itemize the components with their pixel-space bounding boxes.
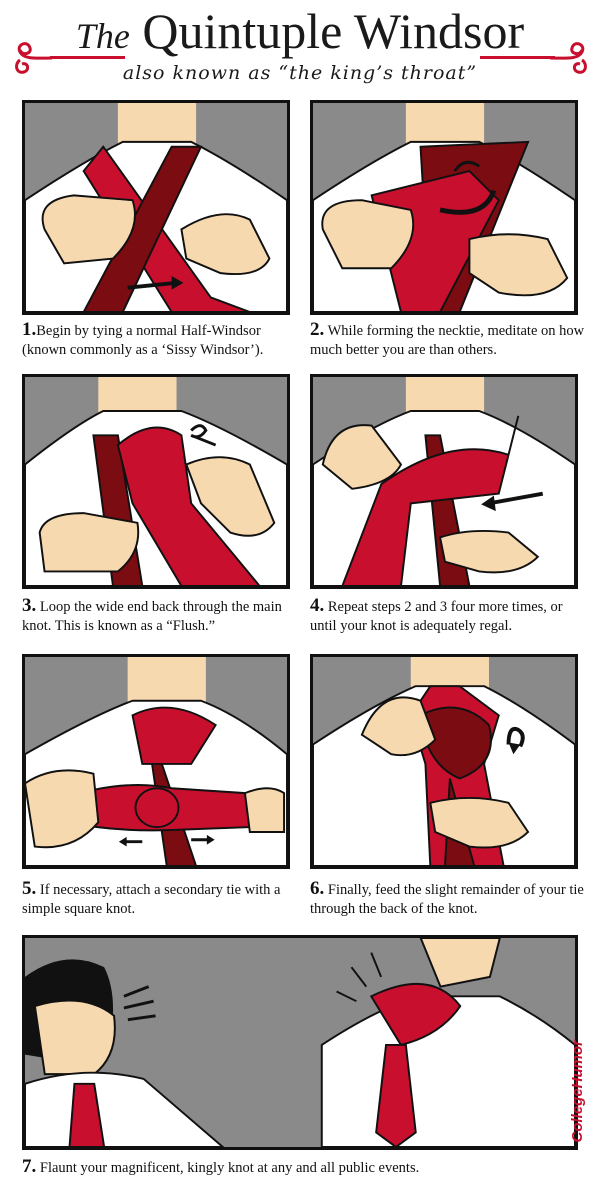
step-5-number: 5. bbox=[22, 878, 37, 899]
right-flourish-icon bbox=[549, 42, 587, 74]
left-flourish-icon bbox=[15, 42, 53, 74]
page-title: The Quintuple Windsor bbox=[0, 4, 600, 63]
step-3-illustration bbox=[25, 377, 287, 586]
caption-step-2: 2. While forming the necktie, meditate o… bbox=[310, 320, 585, 360]
step-2-illustration bbox=[313, 103, 575, 312]
brand-logo: CollegeHumor bbox=[569, 1040, 586, 1143]
header: The Quintuple Windsor also known as “the… bbox=[0, 0, 600, 100]
header-rule-right bbox=[480, 56, 555, 59]
page-subtitle: also known as “the king’s throat” bbox=[122, 62, 478, 84]
step-5-illustration bbox=[25, 657, 287, 866]
title-main: Quintuple Windsor bbox=[142, 3, 525, 59]
caption-step-7: 7. Flaunt your magnificent, kingly knot … bbox=[22, 1157, 582, 1178]
step-6-text: Finally, feed the slight remainder of yo… bbox=[310, 882, 584, 917]
step-7-illustration bbox=[25, 938, 575, 1147]
step-6-number: 6. bbox=[310, 878, 325, 899]
step-5-text: If necessary, attach a secondary tie wit… bbox=[22, 882, 281, 917]
caption-step-4: 4. Repeat steps 2 and 3 four more times,… bbox=[310, 596, 590, 636]
caption-step-1: 1.Begin by tying a normal Half-Windsor (… bbox=[22, 320, 302, 360]
step-1-illustration bbox=[25, 103, 287, 312]
panel-step-1 bbox=[22, 100, 290, 315]
panel-step-2 bbox=[310, 100, 578, 315]
step-4-text: Repeat steps 2 and 3 four more times, or… bbox=[310, 599, 563, 634]
step-1-number: 1. bbox=[22, 319, 37, 340]
caption-step-5: 5. If necessary, attach a secondary tie … bbox=[22, 879, 302, 919]
step-7-number: 7. bbox=[22, 1156, 37, 1177]
title-prefix: The bbox=[75, 16, 130, 56]
step-2-number: 2. bbox=[310, 319, 325, 340]
step-3-number: 3. bbox=[22, 595, 37, 616]
caption-step-6: 6. Finally, feed the slight remainder of… bbox=[310, 879, 590, 919]
step-1-text: Begin by tying a normal Half-Windsor (kn… bbox=[22, 323, 264, 358]
step-4-number: 4. bbox=[310, 595, 325, 616]
step-3-text: Loop the wide end back through the main … bbox=[22, 599, 282, 634]
panel-step-6 bbox=[310, 654, 578, 869]
step-6-illustration bbox=[313, 657, 575, 866]
panel-step-7 bbox=[22, 935, 578, 1150]
step-7-text: Flaunt your magnificent, kingly knot at … bbox=[39, 1160, 420, 1176]
step-4-illustration bbox=[313, 377, 575, 586]
panel-step-3 bbox=[22, 374, 290, 589]
caption-step-3: 3. Loop the wide end back through the ma… bbox=[22, 596, 297, 636]
step-2-text: While forming the necktie, meditate on h… bbox=[310, 323, 585, 358]
header-rule-left bbox=[50, 56, 125, 59]
panel-step-4 bbox=[310, 374, 578, 589]
panel-step-5 bbox=[22, 654, 290, 869]
